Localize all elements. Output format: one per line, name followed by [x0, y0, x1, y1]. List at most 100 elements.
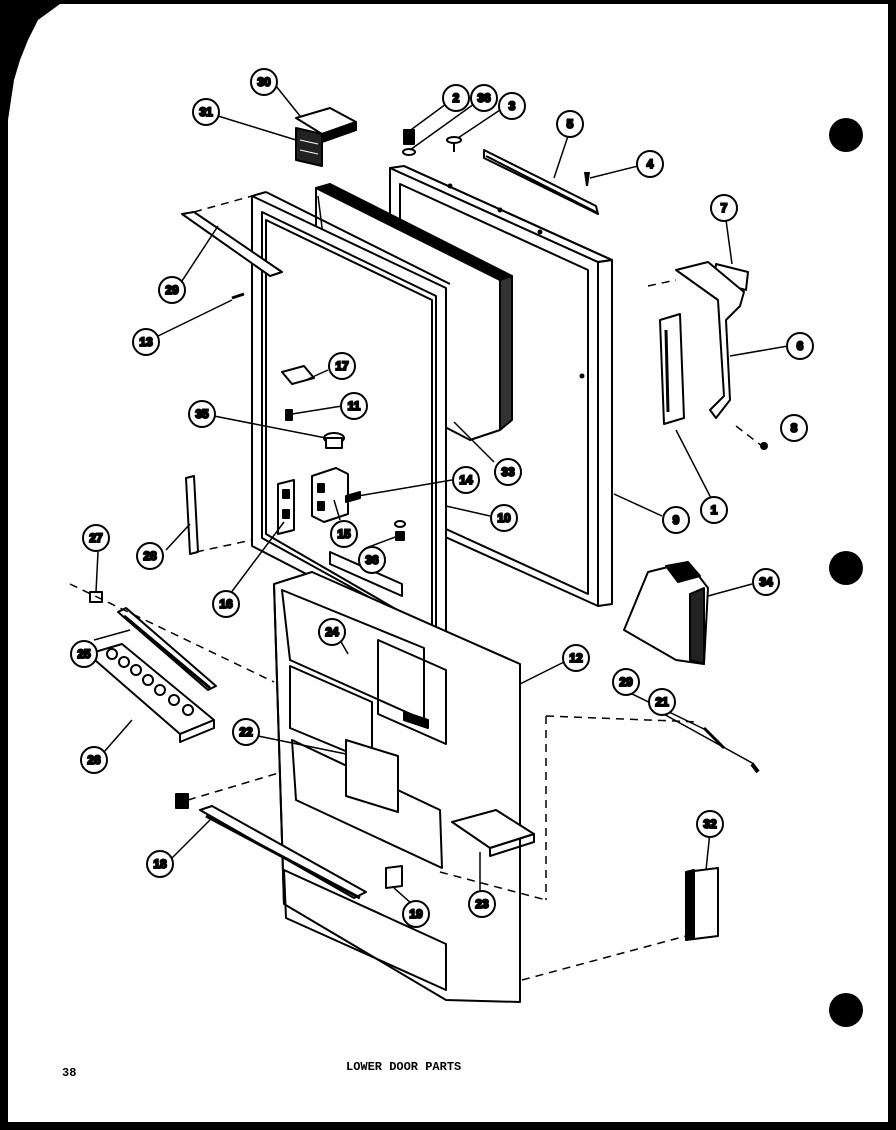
callout-34: 34	[752, 568, 780, 596]
svg-text:25: 25	[77, 647, 91, 661]
callout-33: 33	[494, 458, 522, 486]
callout-3: 3	[498, 92, 526, 120]
callout-36-lower: 36	[358, 546, 386, 574]
svg-text:14: 14	[459, 473, 473, 487]
part-29-top-bar	[181, 211, 283, 277]
callout-22: 22	[232, 718, 260, 746]
callout-32: 32	[696, 810, 724, 838]
part-23-shelf	[451, 809, 535, 857]
callout-2: 2	[442, 84, 470, 112]
part-32-foam-strip	[685, 867, 719, 941]
callout-19: 19	[402, 900, 430, 928]
page-number: 38	[62, 1066, 76, 1080]
callout-9: 9	[662, 506, 690, 534]
callout-29-right: 29	[612, 668, 640, 696]
svg-text:28: 28	[143, 549, 157, 563]
part-26-egg-tray	[87, 643, 215, 743]
part-34-foam	[623, 561, 709, 665]
part-4-screw	[584, 172, 590, 186]
callout-8-small: 8	[780, 414, 808, 442]
callout-10: 10	[490, 504, 518, 532]
part-1-hinge-plate	[659, 313, 685, 425]
svg-text:8: 8	[791, 421, 798, 435]
svg-text:21: 21	[655, 695, 669, 709]
callout-31: 31	[192, 98, 220, 126]
callout-35: 35	[188, 400, 216, 428]
callout-14: 14	[452, 466, 480, 494]
svg-text:32: 32	[703, 817, 717, 831]
part-22-plate	[345, 739, 399, 813]
parts-artwork	[69, 85, 789, 1003]
inner-frame-hardware	[281, 365, 406, 541]
callout-28: 28	[136, 542, 164, 570]
svg-text:5: 5	[567, 117, 574, 131]
callout-29-top: 29	[158, 276, 186, 304]
svg-text:23: 23	[475, 897, 489, 911]
callout-17: 17	[328, 352, 356, 380]
part-28-strip	[185, 475, 199, 555]
part-19-block	[385, 865, 403, 889]
callout-18: 18	[146, 850, 174, 878]
binder-hole-bottom	[829, 993, 863, 1027]
parts-2-36-3	[402, 129, 462, 156]
callout-6: 6	[786, 332, 814, 360]
callout-15: 15	[330, 520, 358, 548]
part-21-screw	[750, 762, 760, 774]
svg-text:24: 24	[325, 625, 339, 639]
svg-text:7: 7	[721, 201, 728, 215]
part-16-hinge	[277, 479, 295, 535]
svg-text:33: 33	[501, 465, 515, 479]
svg-text:10: 10	[497, 511, 511, 525]
svg-text:12: 12	[569, 651, 583, 665]
callout-23: 23	[468, 890, 496, 918]
callout-1: 1	[700, 496, 728, 524]
svg-text:11: 11	[348, 399, 361, 413]
svg-text:19: 19	[409, 907, 423, 921]
svg-text:2: 2	[453, 91, 460, 105]
part-18-handle	[175, 793, 367, 900]
part-5-strip	[483, 149, 599, 215]
part-13-screw	[231, 292, 245, 300]
callouts: 30 31 2 36 3 5 4 7 29 13 6 8 17 11 35 33…	[70, 68, 814, 928]
svg-text:26: 26	[87, 753, 101, 767]
page-caption: LOWER DOOR PARTS	[346, 1060, 461, 1074]
part-6-bracket	[675, 261, 745, 419]
callout-21: 21	[648, 688, 676, 716]
callout-25: 25	[70, 640, 98, 668]
callout-13: 13	[132, 328, 160, 356]
callout-24: 24	[318, 618, 346, 646]
svg-text:31: 31	[199, 105, 213, 119]
svg-text:22: 22	[239, 725, 253, 739]
binder-hole-top	[829, 118, 863, 152]
svg-text:36: 36	[477, 91, 491, 105]
svg-text:1: 1	[711, 503, 718, 517]
callout-5: 5	[556, 110, 584, 138]
svg-text:30: 30	[257, 75, 271, 89]
callout-11: 11	[340, 392, 368, 420]
part-30-31-bracket	[295, 107, 357, 167]
svg-text:27: 27	[89, 531, 103, 545]
svg-text:36: 36	[365, 553, 379, 567]
svg-text:16: 16	[219, 597, 233, 611]
svg-text:3: 3	[509, 99, 516, 113]
svg-text:13: 13	[139, 335, 153, 349]
callout-36-top: 36	[470, 84, 498, 112]
svg-text:29: 29	[619, 675, 633, 689]
svg-text:34: 34	[759, 575, 773, 589]
part-24-button	[403, 711, 429, 729]
callout-27: 27	[82, 524, 110, 552]
svg-text:17: 17	[335, 359, 349, 373]
callout-30: 30	[250, 68, 278, 96]
svg-text:29: 29	[165, 283, 179, 297]
callout-16: 16	[212, 590, 240, 618]
svg-text:35: 35	[195, 407, 209, 421]
guide-lines	[69, 195, 763, 981]
svg-text:18: 18	[153, 857, 167, 871]
svg-text:9: 9	[673, 513, 680, 527]
svg-text:4: 4	[647, 157, 654, 171]
part-29-screw	[702, 726, 726, 750]
callout-26: 26	[80, 746, 108, 774]
leader-lines	[93, 85, 789, 905]
